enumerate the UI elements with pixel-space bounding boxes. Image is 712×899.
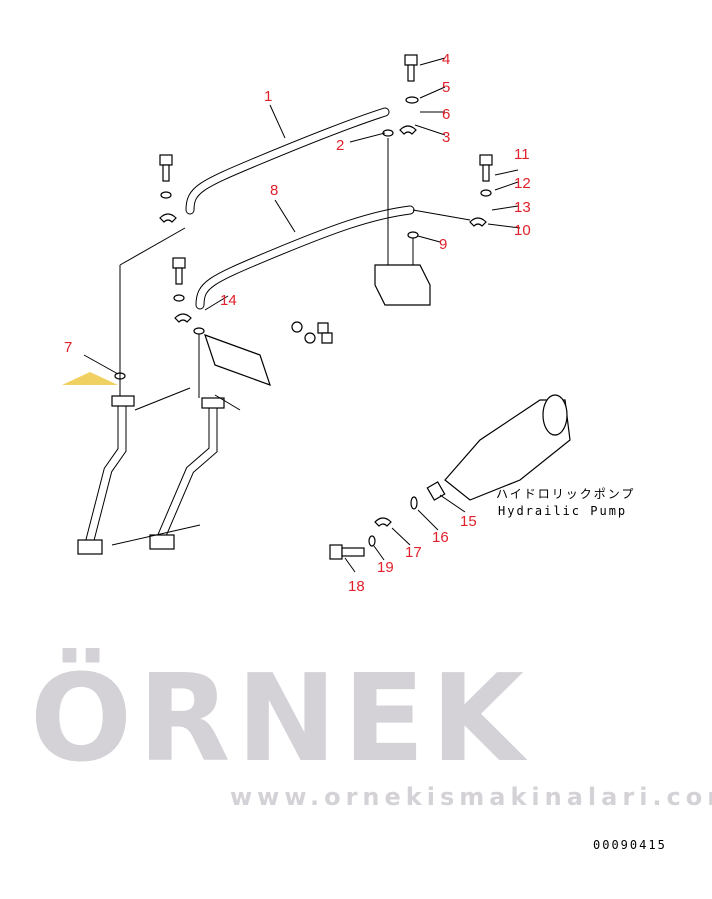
callout-15: 15 — [460, 513, 477, 530]
callout-16: 16 — [432, 529, 449, 546]
callout-9: 9 — [439, 236, 447, 253]
callout-3: 3 — [442, 129, 450, 146]
callout-18: 18 — [348, 578, 365, 595]
hose-8 — [195, 205, 415, 310]
callout-7: 7 — [64, 339, 72, 356]
hydraulic-pump — [426, 394, 571, 501]
fitting-16 — [410, 496, 418, 510]
callout-13: 13 — [514, 199, 531, 216]
callout-17: 17 — [405, 544, 422, 561]
bolts — [159, 54, 493, 560]
brackets — [204, 264, 431, 386]
watermark-logo: ÖRNEK — [30, 649, 530, 789]
callout-6: 6 — [442, 106, 450, 123]
callout-4: 4 — [442, 51, 450, 68]
callout-11: 11 — [514, 146, 530, 163]
watermark-mark — [62, 372, 118, 385]
leader-lines — [83, 57, 521, 573]
callout-2: 2 — [336, 137, 344, 154]
watermark: ÖRNEK www.ornekismakinalari.com.tr — [30, 372, 712, 811]
callout-19: 19 — [377, 559, 394, 576]
drawing-number: 00090415 — [593, 838, 667, 852]
callout-10: 10 — [514, 222, 531, 239]
callout-5: 5 — [442, 79, 450, 96]
callout-12: 12 — [514, 175, 531, 192]
callouts: 1 2 3 4 5 6 7 8 9 10 11 12 13 14 15 16 1… — [64, 51, 531, 595]
tubes-lower — [77, 395, 225, 555]
callout-1: 1 — [264, 88, 272, 105]
hose-1 — [185, 107, 390, 215]
callout-8: 8 — [270, 182, 278, 199]
clamps — [159, 125, 487, 527]
watermark-url: www.ornekismakinalari.com.tr — [230, 783, 712, 811]
callout-14: 14 — [220, 292, 237, 309]
pump-label-en: Hydrailic Pump — [498, 504, 627, 518]
pump-label-jp: ハイドロリックポンプ — [496, 487, 635, 501]
